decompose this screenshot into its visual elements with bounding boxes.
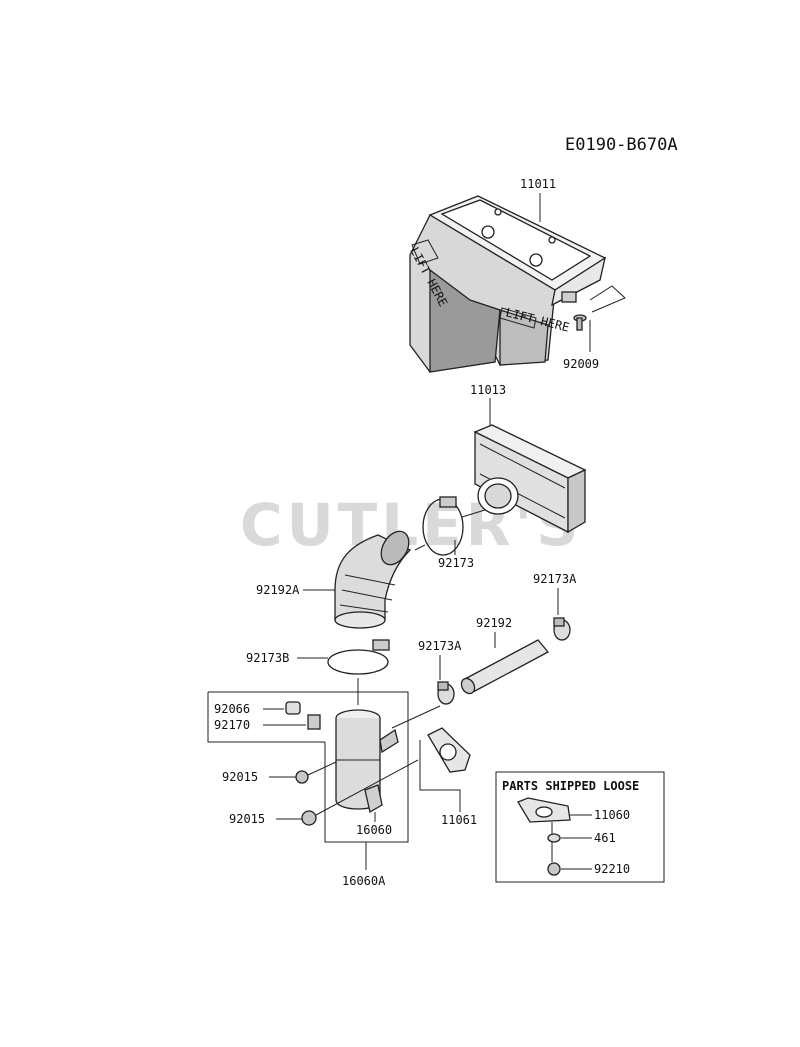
plug-92066[interactable] (285, 701, 301, 715)
parts-shipped-loose-title: PARTS SHIPPED LOOSE (502, 779, 639, 793)
small-clamp-92173A-right[interactable] (553, 617, 571, 641)
leader-11061 (419, 740, 461, 812)
label-16060A: 16060A (342, 874, 386, 888)
hose-clamp-92173B[interactable] (327, 639, 390, 675)
label-92009: 92009 (563, 357, 599, 371)
label-92173: 92173 (438, 556, 474, 570)
label-92170: 92170 (214, 718, 250, 732)
leader-92192A-link (414, 544, 426, 551)
small-clamp-92173A-left[interactable] (437, 681, 455, 705)
leader-92009-bracket (589, 285, 626, 313)
nut-92210[interactable] (547, 862, 561, 876)
label-92015-a: 92015 (222, 770, 258, 784)
nut-92015-b[interactable] (301, 810, 317, 826)
label-92173A-right: 92173A (533, 572, 577, 586)
air-cleaner-base-11013[interactable] (473, 424, 587, 534)
leader-outlet-to-hose (391, 705, 441, 729)
label-16060: 16060 (356, 823, 392, 837)
hose-clamp-92173[interactable] (422, 496, 464, 556)
clip-92170[interactable] (307, 714, 321, 730)
label-11061: 11061 (441, 813, 477, 827)
leader-92015-b-link (315, 759, 419, 816)
elbow-hose-92192A[interactable] (334, 526, 414, 629)
label-92173B: 92173B (246, 651, 289, 665)
leader-92173-link (461, 509, 486, 518)
label-11060: 11060 (594, 808, 630, 822)
drawing-code: E0190-B670A (565, 135, 678, 155)
label-461: 461 (594, 831, 616, 845)
leader-92015-a-link (307, 761, 337, 776)
label-92066: 92066 (214, 702, 250, 716)
washer-461[interactable] (547, 833, 561, 843)
straight-hose-92192[interactable] (459, 639, 550, 696)
label-92173A-left: 92173A (418, 639, 462, 653)
gasket-11061[interactable] (427, 727, 471, 773)
parts-shipped-loose-box (495, 771, 665, 883)
air-cleaner-cover-11011[interactable] (409, 195, 607, 373)
label-11013: 11013 (470, 383, 506, 397)
assembly-bracket-top (207, 691, 409, 743)
gasket-11060[interactable] (517, 797, 571, 823)
nut-92015-a[interactable] (295, 770, 309, 784)
label-11011: 11011 (520, 177, 556, 191)
label-92015-b: 92015 (229, 812, 265, 826)
label-92192A: 92192A (256, 583, 300, 597)
label-92210: 92210 (594, 862, 630, 876)
outlet-pipe-16060[interactable] (335, 709, 399, 814)
screw-92009[interactable] (573, 314, 587, 331)
label-92192: 92192 (476, 616, 512, 630)
